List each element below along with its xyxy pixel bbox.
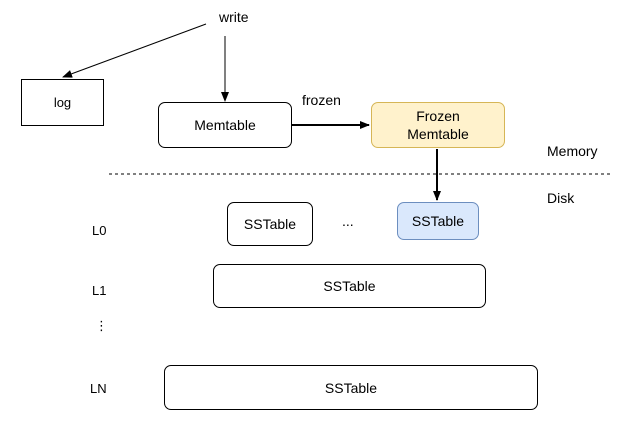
level-ln-label: LN: [90, 381, 107, 396]
memtable-label: Memtable: [194, 117, 256, 133]
level-l1-label: L1: [92, 283, 107, 298]
l0-sstable-label: SSTable: [243, 216, 297, 232]
log-box: log: [21, 79, 104, 126]
memtable-box: Memtable: [158, 102, 292, 148]
disk-section-label: Disk: [547, 190, 575, 206]
log-label: log: [53, 95, 72, 110]
level-vertical-ellipsis: ⋮: [95, 318, 108, 333]
frozen-memtable-box: Frozen Memtable: [371, 102, 505, 148]
write-to-log-arrow: [62, 23, 207, 78]
frozen-memtable-label-line2: Memtable: [407, 126, 469, 142]
l0-sstable-box: SSTable: [227, 202, 313, 246]
write-label: write: [219, 9, 249, 25]
l0-sstable-new-label: SSTable: [411, 213, 465, 229]
l0-ellipsis: ...: [342, 213, 354, 229]
l1-sstable-label: SSTable: [323, 278, 376, 294]
frozen-edge-label: frozen: [302, 92, 341, 108]
frozen-memtable-label-line1: Frozen: [416, 107, 460, 124]
ln-sstable-label: SSTable: [324, 379, 378, 396]
level-l0-label: L0: [92, 223, 107, 238]
l0-sstable-new-box: SSTable: [397, 202, 479, 240]
memory-section-label: Memory: [547, 143, 598, 159]
ln-sstable-box: SSTable: [164, 365, 538, 410]
l1-sstable-box: SSTable: [213, 264, 486, 308]
